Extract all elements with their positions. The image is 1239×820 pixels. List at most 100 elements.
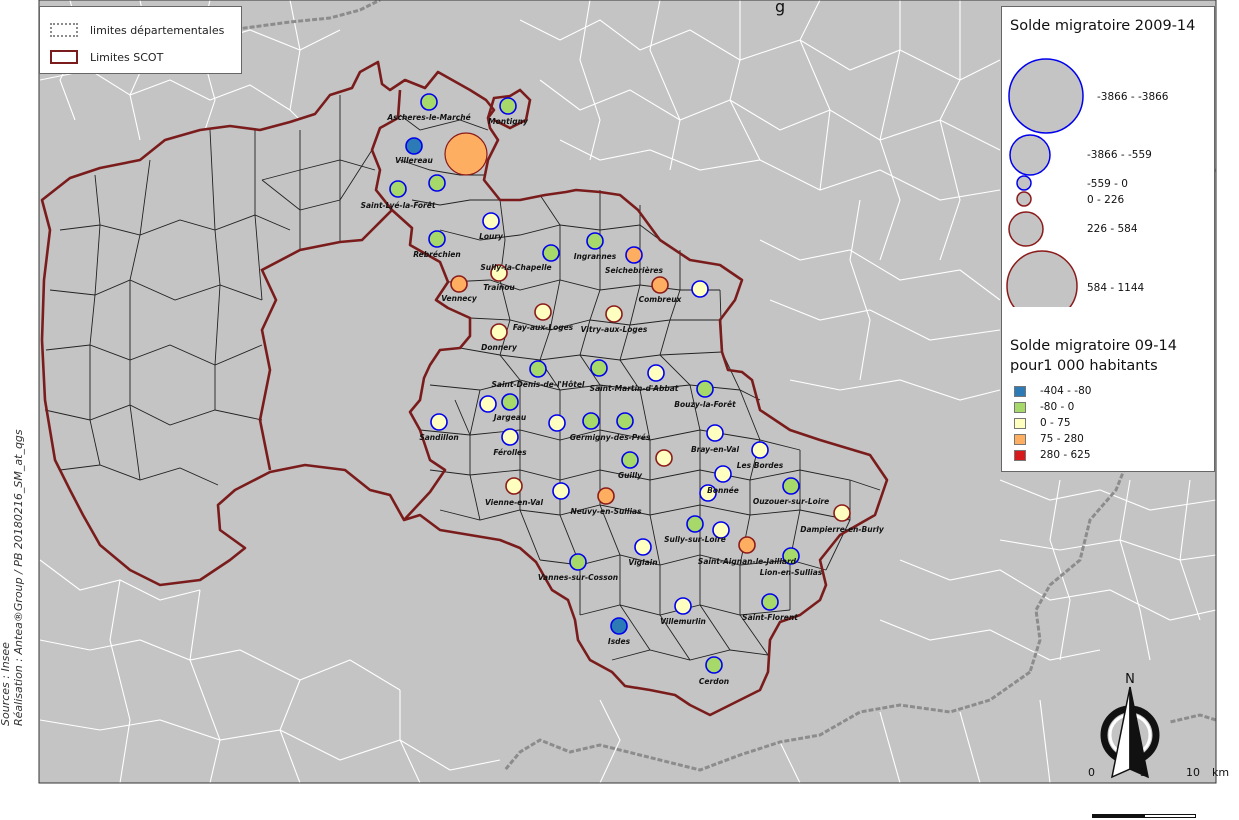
commune-label-ascheres-le-marche: Ascheres-le-Marché	[386, 113, 470, 122]
commune-label-vannes-sur-cosson: Vannes-sur-Cosson	[538, 573, 618, 582]
size-legend-circle-4	[1016, 191, 1032, 207]
scot-commune-line-3	[44, 404, 263, 426]
north-arrow: N	[1100, 672, 1160, 779]
commune-symbol-combreux-2	[691, 280, 709, 298]
scot-commune-line-15	[411, 199, 500, 206]
commune-label-ingrannes: Ingrannes	[574, 252, 617, 261]
commune-symbol-saint-florent	[761, 593, 779, 611]
legend-scot-label: Limites SCOT	[90, 50, 164, 64]
commune-label-sandillon: Sandillon	[419, 433, 458, 442]
commune-symbol-guilly-2	[655, 449, 673, 467]
size-legend-circle-1	[1008, 58, 1084, 134]
size-legend-label-1: -3866 - -3866	[1097, 91, 1169, 103]
scot-commune-line-33	[789, 450, 801, 610]
north-label: N	[1125, 672, 1135, 687]
scale-unit: km	[1212, 766, 1230, 779]
scot-north-inner	[258, 209, 393, 471]
commune-label-saint-martin-d-abbat: Saint-Martin-d'Abbat	[590, 384, 679, 393]
commune-label-cerdon: Cerdon	[699, 677, 729, 686]
commune-label-fay-aux-loges: Fay-aux-Loges	[513, 323, 574, 332]
commune-symbol-sully-sur-loire	[686, 515, 704, 533]
outer-commune-line-36	[959, 711, 981, 783]
commune-label-dampierre-en-burly: Dampierre-en-Burly	[800, 525, 885, 534]
commune-symbol-viglain	[634, 538, 652, 556]
outer-commune-line-13	[879, 0, 901, 261]
outer-commune-line-12	[799, 0, 831, 191]
rate-legend-label-2: -80 - 0	[1040, 401, 1075, 413]
commune-symbol-bouzy-la-foret	[696, 380, 714, 398]
commune-label-villemurlin: Villemurlin	[660, 617, 706, 626]
commune-symbol-rebrechien	[428, 230, 446, 248]
outer-commune-line-35	[879, 711, 901, 783]
scot-commune-line-30	[619, 205, 691, 661]
size-legend-circle-6	[1006, 250, 1078, 307]
commune-symbol-guilly	[621, 451, 639, 469]
commune-symbol-villemurlin	[674, 597, 692, 615]
commune-symbol-villereau	[405, 137, 423, 155]
scot-commune-line-8	[254, 128, 263, 301]
commune-symbol-sdh-2	[647, 364, 665, 382]
commune-symbol-sully-la-chapelle	[542, 244, 560, 262]
scot-commune-line-12	[261, 149, 373, 211]
outer-commune-line-16	[769, 299, 1001, 341]
size-legend-label-2: -3866 - -559	[1087, 149, 1152, 161]
commune-label-saint-aignan-le-jaillard: Saint-Aignan-le-Jaillard	[698, 557, 797, 566]
outer-commune-line-24	[1119, 479, 1151, 661]
rate-legend-class-5: 280 - 625	[1014, 449, 1091, 461]
commune-label-donnery: Donnery	[481, 343, 518, 352]
outer-commune-boundaries	[39, 0, 1216, 783]
scot-montigny-box	[486, 88, 532, 130]
scot-commune-line-13	[399, 114, 489, 131]
commune-symbol-slf-2	[428, 174, 446, 192]
outer-commune-line-11	[729, 0, 761, 161]
size-legend-circle-5	[1008, 211, 1044, 247]
commune-symbol-ouzouer-sur-loire	[782, 477, 800, 495]
sources-credit: Sources : Insee Réalisation : Antea®Grou…	[0, 429, 25, 726]
commune-label-bouzy-la-foret: Bouzy-la-Forêt	[674, 400, 736, 409]
size-legend-circle-2	[1009, 134, 1051, 176]
commune-symbols	[389, 93, 851, 674]
size-legend-label-6: 584 - 1144	[1087, 282, 1145, 294]
commune-label-lion-en-sullias: Lion-en-Sullias	[760, 568, 823, 577]
scot-commune-line-36	[454, 399, 471, 436]
outer-commune-line-37	[1039, 699, 1051, 783]
scot-boundary	[40, 60, 889, 717]
commune-symbol-isdes	[610, 617, 628, 635]
commune-label-saint-florent: Saint-Florent	[742, 613, 798, 622]
commune-symbol-trainou	[490, 264, 508, 282]
outer-commune-line-14	[939, 0, 961, 261]
dept-boundary-swatch	[50, 23, 78, 37]
outer-commune-line-32	[399, 690, 421, 783]
commune-symbol-sully-2	[712, 521, 730, 539]
commune-label-vitry-aux-loges: Vitry-aux-Loges	[581, 325, 648, 334]
commune-symbol-bonnee-2	[699, 484, 717, 502]
sources-line-2: Réalisation : Antea®Group / PB 20180216_…	[12, 429, 25, 726]
commune-symbol-vannes-sur-cosson	[569, 553, 587, 571]
rate-legend-class-4: 75 - 280	[1014, 433, 1084, 445]
legend-dept-item: limites départementales	[50, 23, 224, 37]
outer-commune-line-30	[189, 589, 221, 783]
outer-commune-line-19	[999, 479, 1216, 511]
rate-swatch-3	[1014, 417, 1026, 429]
scot-commune-line-14	[399, 159, 486, 176]
commune-symbol-ingrannes	[586, 232, 604, 250]
scale-bar-black	[1092, 814, 1144, 818]
outer-commune-line-21	[899, 559, 1216, 621]
scot-commune-line-6	[129, 159, 151, 481]
commune-symbol-cerdon	[705, 656, 723, 674]
commune-symbol-ascheres-le-marche	[420, 93, 438, 111]
scale-tick-10: 10	[1186, 766, 1200, 779]
commune-symbol-ferolles-2	[548, 414, 566, 432]
commune-symbol-loury	[482, 212, 500, 230]
rate-legend-label-4: 75 - 280	[1040, 433, 1084, 445]
outer-commune-line-7	[539, 79, 1001, 151]
commune-symbol-combreux	[651, 276, 669, 294]
rate-legend-label-1: -404 - -80	[1040, 385, 1092, 397]
size-legend-circle-3	[1016, 175, 1032, 191]
commune-symbol-sandillon	[430, 413, 448, 431]
commune-label-guilly: Guilly	[618, 471, 643, 480]
commune-symbol-donnery	[490, 323, 508, 341]
size-legend-circles	[1006, 58, 1084, 307]
commune-symbol-vitry-aux-loges	[605, 305, 623, 323]
